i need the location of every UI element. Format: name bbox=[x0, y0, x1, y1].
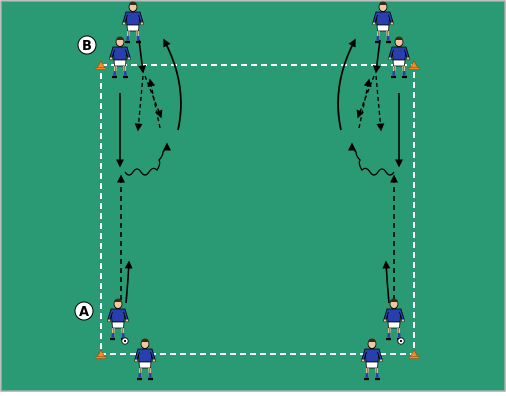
ball-right bbox=[397, 337, 405, 345]
run-arrow-right-a bbox=[382, 260, 391, 304]
label-b: B bbox=[82, 39, 92, 54]
run-arrow-left-a bbox=[124, 260, 133, 304]
label-a-marker: A bbox=[74, 301, 94, 321]
curved-run-right bbox=[337, 38, 356, 131]
label-b-marker: B bbox=[77, 35, 97, 55]
pass-arrow-left-a bbox=[134, 75, 144, 132]
ball-left bbox=[121, 337, 129, 345]
curved-run-left bbox=[163, 38, 182, 131]
pass-arrow-right-a bbox=[375, 75, 385, 132]
run-arrow-right-top bbox=[372, 39, 381, 74]
dribble-right bbox=[348, 142, 395, 176]
pass-arrow-right-c bbox=[358, 78, 372, 129]
dribble-left bbox=[124, 142, 171, 176]
pass-arrow-left-c bbox=[147, 78, 161, 129]
run-arrow-left-top bbox=[138, 39, 147, 74]
label-a: A bbox=[79, 305, 89, 320]
